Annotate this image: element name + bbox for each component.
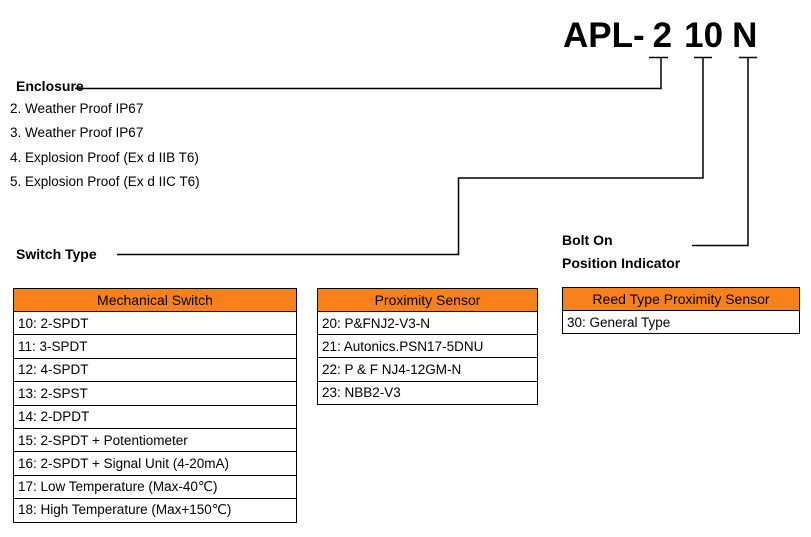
enclosure-option: 2. Weather Proof IP67 — [10, 100, 144, 116]
model-indicator-code: N — [732, 16, 758, 55]
table-row: 14: 2-DPDT — [14, 406, 296, 429]
model-code-title: APL- 2 10 N — [563, 17, 757, 55]
table-row: 30: General Type — [567, 314, 671, 330]
table-row: 12: 4-SPDT — [14, 359, 296, 383]
position-indicator-heading: Bolt On Position Indicator — [562, 229, 680, 275]
reed-type-sensor-table: Reed Type Proximity Sensor 30: General T… — [562, 287, 800, 334]
position-indicator-heading-line1: Bolt On — [562, 232, 613, 248]
table-row: 18: High Temperature (Max+150℃) — [18, 502, 232, 518]
table-row: 17: Low Temperature (Max-40℃) — [14, 476, 296, 500]
enclosure-heading: Enclosure — [16, 78, 84, 94]
table-row: 16: 2-SPDT + Signal Unit (4-20mA) — [14, 452, 296, 476]
enclosure-leader-line — [75, 56, 668, 90]
switch-leader-line — [117, 56, 712, 256]
table-row: 10: 2-SPDT — [14, 312, 296, 336]
enclosure-option: 5. Explosion Proof (Ex d IIC T6) — [10, 174, 200, 190]
enclosure-option: 3. Weather Proof IP67 — [10, 125, 144, 141]
table-row: 20: P&FNJ2-V3-N — [318, 312, 537, 336]
switch-type-heading: Switch Type — [16, 246, 97, 262]
reed-type-sensor-table-header: Reed Type Proximity Sensor — [563, 288, 799, 311]
model-switch-code: 10 — [684, 16, 724, 55]
indicator-leader-line — [692, 56, 757, 247]
position-indicator-heading-line2: Position Indicator — [562, 255, 681, 271]
table-row: 11: 3-SPDT — [14, 335, 296, 359]
table-row: 22: P & F NJ4-12GM-N — [318, 358, 537, 382]
proximity-sensor-table: Proximity Sensor 20: P&FNJ2-V3-N 21: Aut… — [317, 288, 538, 405]
table-row: 13: 2-SPST — [14, 382, 296, 406]
model-prefix: APL- — [563, 16, 645, 55]
mechanical-switch-table: Mechanical Switch 10: 2-SPDT 11: 3-SPDT … — [13, 288, 297, 523]
table-row: 23: NBB2-V3 — [322, 385, 401, 401]
table-row: 15: 2-SPDT + Potentiometer — [14, 429, 296, 453]
model-enclosure-code: 2 — [652, 16, 673, 55]
proximity-sensor-table-header: Proximity Sensor — [318, 289, 537, 312]
mechanical-switch-table-header: Mechanical Switch — [14, 289, 296, 312]
table-row: 21: Autonics.PSN17-5DNU — [318, 335, 537, 359]
enclosure-option-list: 2. Weather Proof IP67 3. Weather Proof I… — [10, 96, 200, 194]
enclosure-option: 4. Explosion Proof (Ex d IIB T6) — [10, 149, 199, 165]
